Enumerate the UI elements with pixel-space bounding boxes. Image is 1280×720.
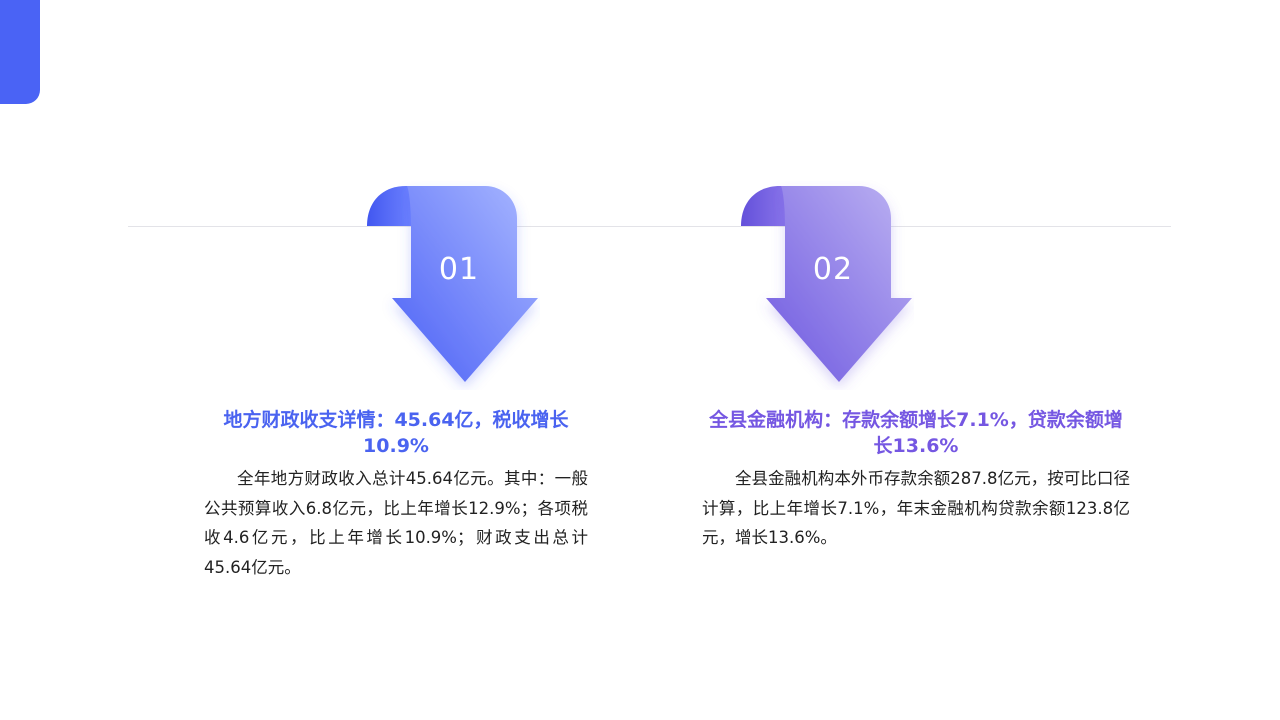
corner-accent-tab (0, 0, 40, 104)
arrow-badge-01: 01 (360, 180, 540, 390)
horizontal-divider (128, 226, 1171, 227)
block-body: 全年地方财政收入总计45.64亿元。其中：一般公共预算收入6.8亿元，比上年增长… (204, 469, 588, 577)
block-title: 全县金融机构：存款余额增长7.1%，贷款余额增长13.6% (709, 409, 1123, 457)
info-block-01: 地方财政收支详情：45.64亿，税收增长10.9% 全年地方财政收入总计45.6… (204, 407, 588, 582)
down-arrow-icon (367, 186, 538, 382)
arrow-number-label: 01 (438, 252, 480, 287)
block-body: 全县金融机构本外币存款余额287.8亿元，按可比口径计算，比上年增长7.1%，年… (702, 469, 1130, 547)
arrow-number-label: 02 (812, 252, 854, 287)
info-block-02: 全县金融机构：存款余额增长7.1%，贷款余额增长13.6% 全县金融机构本外币存… (702, 407, 1130, 553)
down-arrow-icon (741, 186, 912, 382)
block-title: 地方财政收支详情：45.64亿，税收增长10.9% (223, 409, 569, 457)
arrow-badge-02: 02 (734, 180, 914, 390)
